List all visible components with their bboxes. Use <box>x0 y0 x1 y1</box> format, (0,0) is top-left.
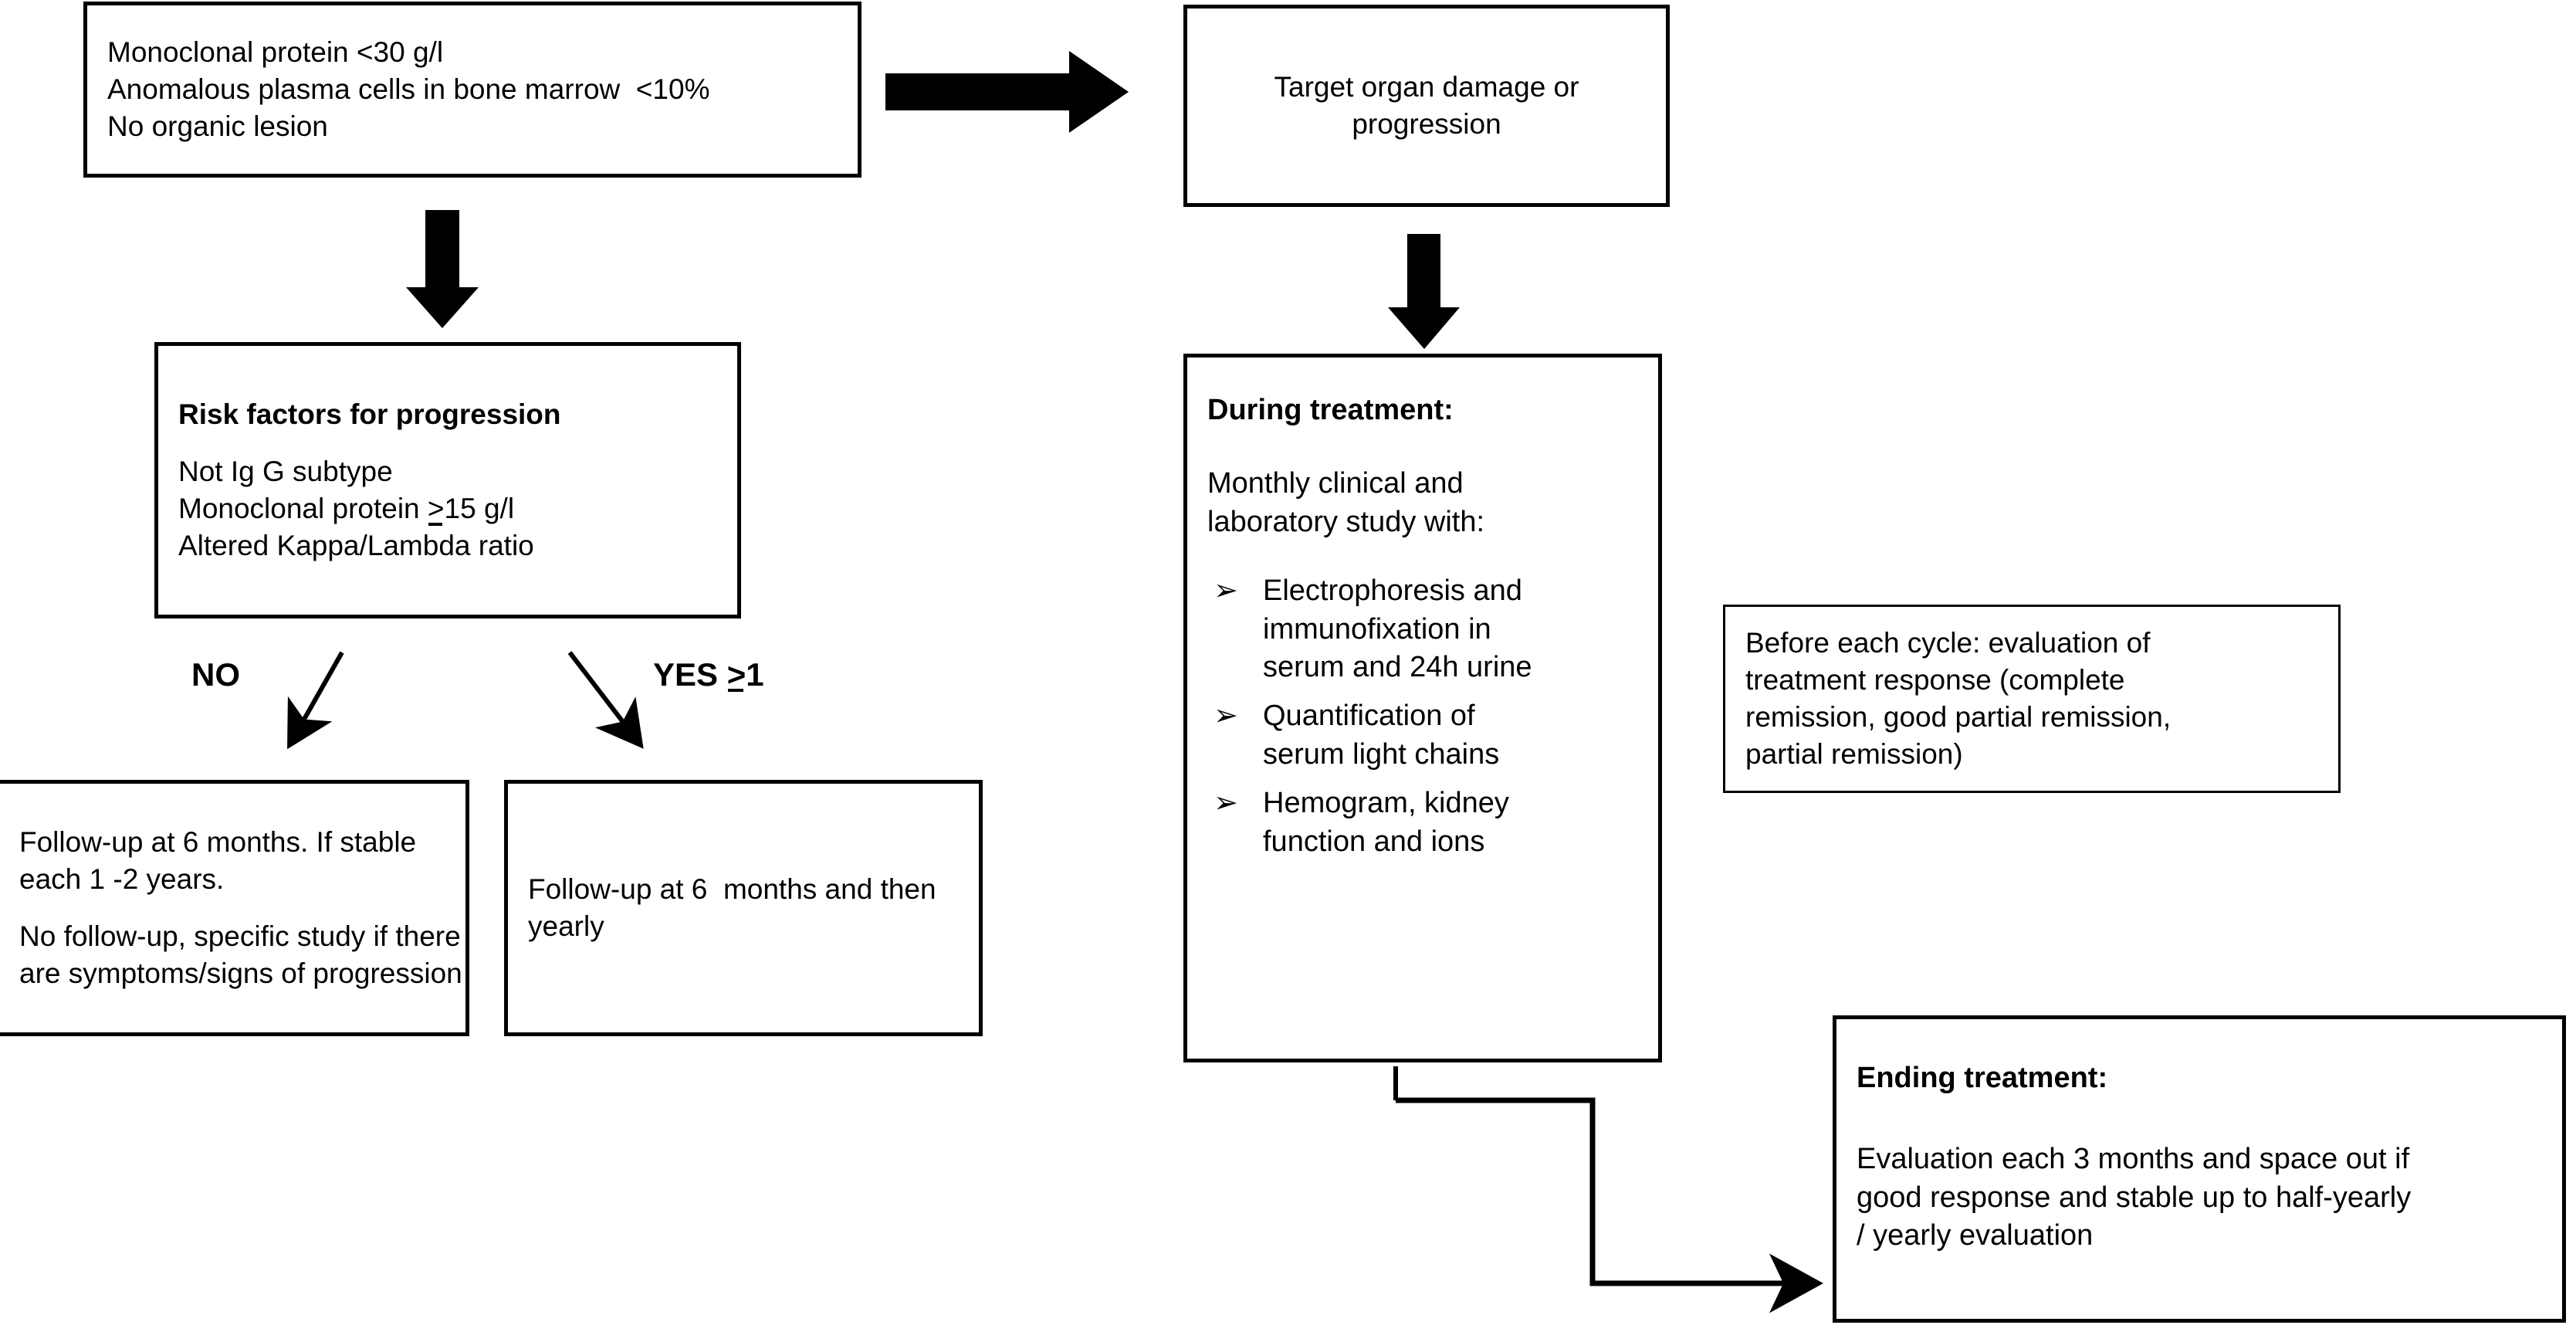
criteria-line-1: Monoclonal protein <30 g/l <box>107 36 444 68</box>
bullet-3-line-2: function and ions <box>1263 825 1485 858</box>
followup-no-p2-line-1: No follow-up, specific study if there <box>19 920 461 952</box>
block-arrow-down-criteria-to-risk <box>406 210 479 328</box>
branch-arrow-yes <box>567 651 644 749</box>
bullet-2-line-1: Quantification of <box>1263 700 1475 733</box>
during-treatment-line-2: laboratory study with: <box>1207 505 1485 538</box>
ending-treatment-line-3: / yearly evaluation <box>1857 1219 2094 1252</box>
bullet-2-line-2: serum light chains <box>1263 737 1500 771</box>
risk-factors-line-1: Not Ig G subtype <box>178 455 393 487</box>
during-treatment-heading: During treatment: <box>1207 394 1454 426</box>
node-criteria: Monoclonal protein <30 g/l Anomalous pla… <box>83 2 861 178</box>
during-treatment-spacer-2 <box>1207 541 1638 572</box>
arrowhead-bullet-icon: ➢ <box>1214 787 1238 820</box>
edge-label-yes-prefix: YES <box>653 656 727 693</box>
criteria-line-2: Anomalous plasma cells in bone marrow <1… <box>107 73 710 105</box>
criteria-line-3: No organic lesion <box>107 110 328 143</box>
before-cycle-line-4: partial remission) <box>1745 738 1963 771</box>
ending-treatment-line-2: good response and stable up to half-year… <box>1857 1181 2412 1214</box>
followup-no-spacer <box>19 898 445 918</box>
list-item: ➢ Hemogram, kidney function and ions <box>1207 784 1638 861</box>
risk-factors-line-2: Monoclonal protein >15 g/l <box>178 490 717 527</box>
risk-factors-heading: Risk factors for progression <box>178 398 561 430</box>
during-treatment-line-1: Monthly clinical and <box>1207 467 1464 500</box>
bullet-1-text: Electrophoresis and immunofixation in se… <box>1263 572 1532 686</box>
before-cycle-line-3: remission, good partial remission, <box>1745 701 2171 733</box>
followup-yes-line-2: yearly <box>528 910 604 942</box>
greater-or-equal-icon: > <box>726 656 746 693</box>
risk-factors-gte-prefix: Monoclonal protein <box>178 493 428 524</box>
elbow-connector-path <box>1396 1097 1823 1313</box>
block-arrow-down-target-to-during <box>1388 234 1460 349</box>
before-cycle-line-2: treatment response (complete <box>1745 663 2125 696</box>
branch-arrow-no <box>287 651 344 750</box>
target-organ-line-1: Target organ damage or <box>1274 70 1579 103</box>
edge-label-yes: YES >1 <box>653 656 764 693</box>
target-organ-line-2: progression <box>1352 108 1501 140</box>
bullet-1-line-3: serum and 24h urine <box>1263 650 1532 683</box>
edge-label-no: NO <box>191 656 240 693</box>
arrowhead-bullet-icon: ➢ <box>1214 574 1238 608</box>
bullet-1-line-2: immunofixation in <box>1263 612 1491 646</box>
bullet-1-line-1: Electrophoresis and <box>1263 574 1522 608</box>
bullet-3-line-1: Hemogram, kidney <box>1263 787 1509 820</box>
node-risk-factors: Risk factors for progression Not Ig G su… <box>154 342 741 618</box>
risk-factors-gte-suffix: 15 g/l <box>444 493 515 524</box>
followup-yes-line-1: Follow-up at 6 months and then <box>528 873 936 905</box>
followup-no-p1-line-2: each 1 -2 years. <box>19 862 225 895</box>
ending-treatment-heading: Ending treatment: <box>1857 1062 2108 1094</box>
list-item: ➢ Electrophoresis and immunofixation in … <box>1207 572 1638 686</box>
ending-treatment-spacer <box>1857 1097 2542 1140</box>
followup-no-p2-line-2: are symptoms/signs of progression <box>19 957 462 990</box>
node-followup-yes: Follow-up at 6 months and then yearly <box>504 780 983 1036</box>
during-treatment-spacer-1 <box>1207 429 1638 465</box>
list-item: ➢ Quantification of serum light chains <box>1207 697 1638 774</box>
node-target-organ-damage: Target organ damage or progression <box>1183 5 1670 207</box>
node-during-treatment: During treatment: Monthly clinical and l… <box>1183 354 1662 1062</box>
risk-factors-line-3: Altered Kappa/Lambda ratio <box>178 530 534 562</box>
bullet-3-text: Hemogram, kidney function and ions <box>1263 784 1509 861</box>
bullet-2-text: Quantification of serum light chains <box>1263 697 1499 774</box>
node-before-each-cycle: Before each cycle: evaluation of treatme… <box>1723 605 2341 793</box>
node-ending-treatment: Ending treatment: Evaluation each 3 mont… <box>1833 1015 2566 1323</box>
followup-no-p1-line-1: Follow-up at 6 months. If stable <box>19 825 417 858</box>
before-cycle-line-1: Before each cycle: evaluation of <box>1745 626 2151 659</box>
arrowhead-bullet-icon: ➢ <box>1214 700 1238 733</box>
ending-treatment-line-1: Evaluation each 3 months and space out i… <box>1857 1143 2410 1176</box>
node-followup-no: Follow-up at 6 months. If stable each 1 … <box>0 780 469 1036</box>
during-treatment-bullet-list: ➢ Electrophoresis and immunofixation in … <box>1207 572 1638 861</box>
block-arrow-right-criteria-to-target <box>885 51 1129 133</box>
risk-factors-spacer <box>178 433 717 453</box>
greater-or-equal-icon: > <box>428 490 445 527</box>
edge-label-yes-suffix: 1 <box>746 656 764 693</box>
